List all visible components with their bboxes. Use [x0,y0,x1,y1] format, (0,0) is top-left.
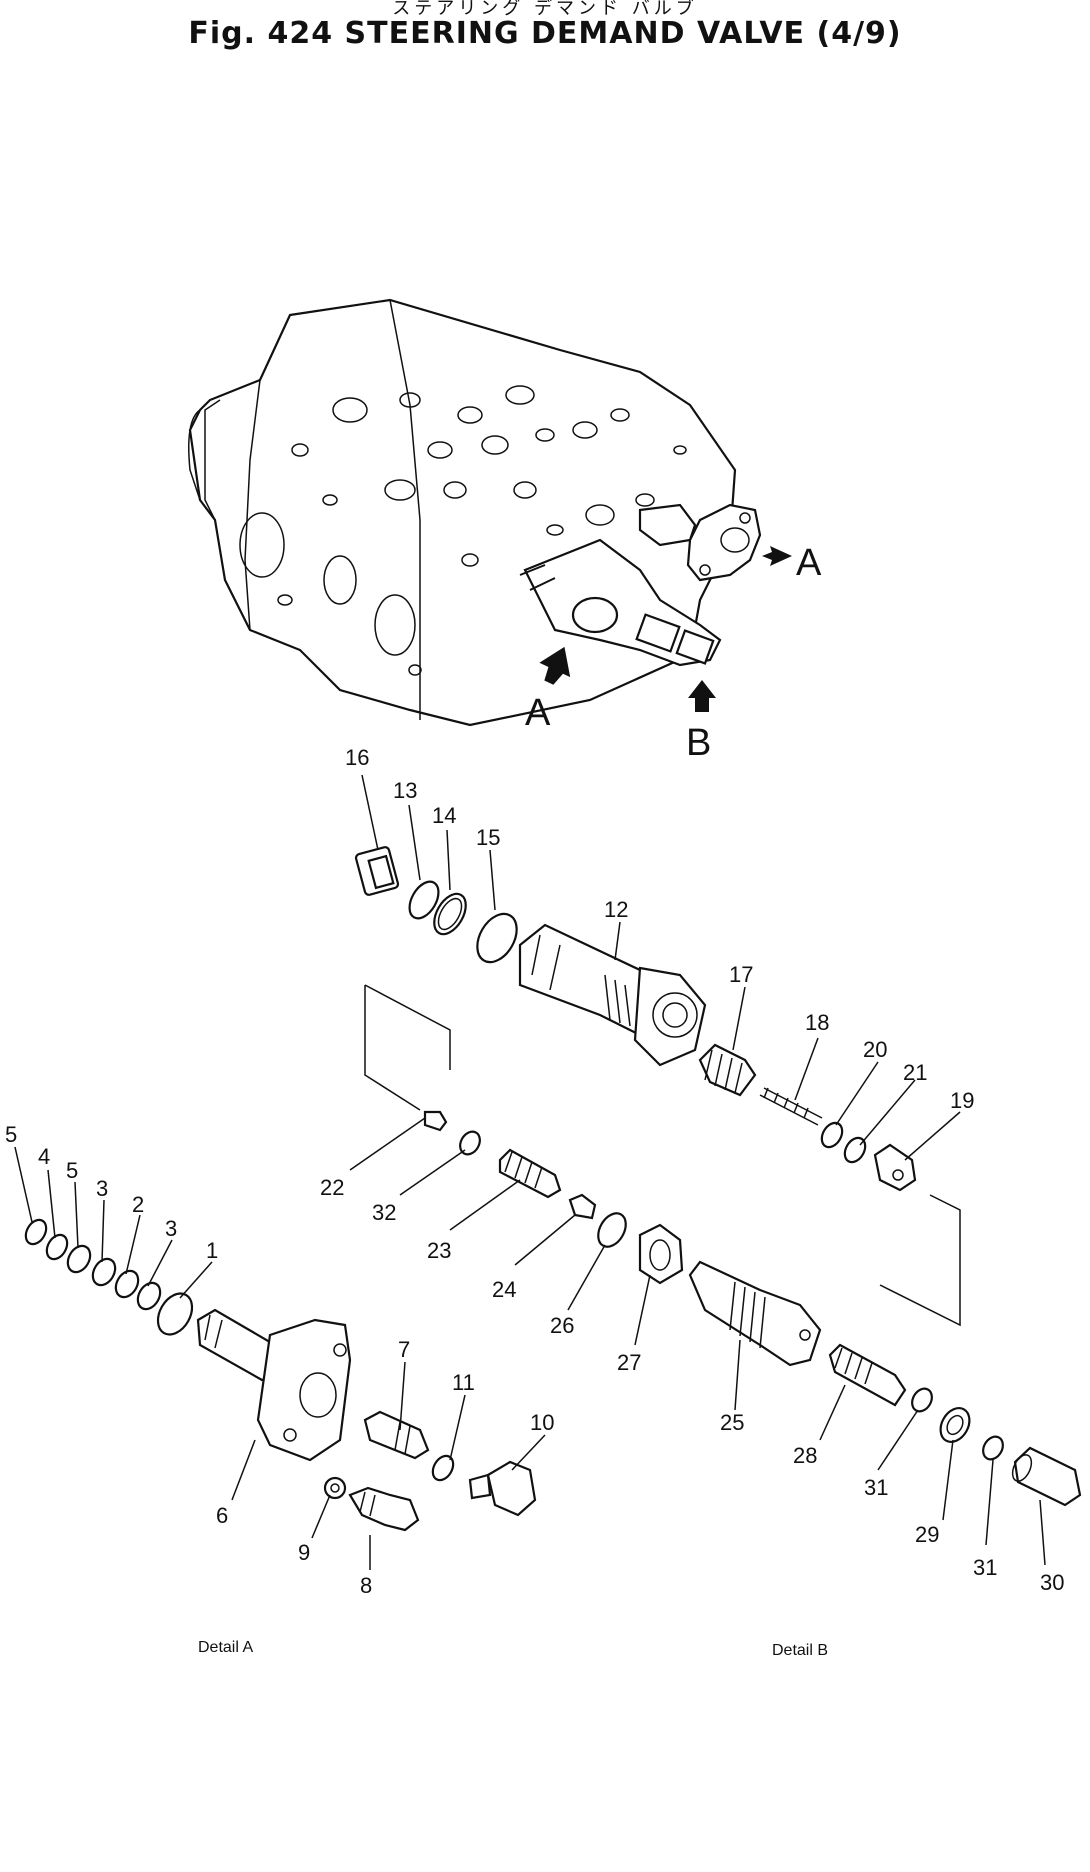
callout-5-left: 5 [5,1122,17,1147]
callout-31-lower: 31 [973,1555,997,1580]
callout-18: 18 [805,1010,829,1035]
detail-a-parts [24,1218,537,1532]
callout-26: 26 [550,1313,574,1338]
callout-8: 8 [360,1573,372,1598]
callout-19: 19 [950,1088,974,1113]
callout-6: 6 [216,1503,228,1528]
view-arrow-a-right: A [762,542,822,584]
callout-31-upper: 31 [864,1475,888,1500]
arrow-a-label-lower: A [525,692,551,734]
valve-body [188,298,762,727]
callout-3-right: 3 [165,1216,177,1241]
callout-13: 13 [393,778,417,803]
arrow-a-label-right: A [796,542,822,584]
view-arrow-b: B [686,680,716,764]
callout-28: 28 [793,1443,817,1468]
callout-29: 29 [915,1522,939,1547]
callout-24: 24 [492,1277,516,1302]
arrow-b-label: B [686,722,711,764]
callout-25: 25 [720,1410,744,1435]
callout-17: 17 [729,962,753,987]
callout-20: 20 [863,1037,887,1062]
callout-5-right: 5 [66,1158,78,1183]
callout-12: 12 [604,897,628,922]
callout-30: 30 [1040,1570,1064,1595]
callout-9: 9 [298,1540,310,1565]
figure-title: Fig. 424 STEERING DEMAND VALVE (4/9) [188,16,902,51]
callout-11: 11 [452,1370,475,1395]
callout-10: 10 [530,1410,554,1435]
caption-detail-a: Detail A [198,1639,253,1656]
callout-32: 32 [372,1200,396,1225]
callout-numbers: 16 13 14 15 12 17 18 20 21 19 22 32 23 2… [5,745,1064,1598]
callout-15: 15 [476,825,500,850]
view-arrow-a-lower: A [525,646,571,734]
callout-22: 22 [320,1175,344,1200]
callout-27: 27 [617,1350,641,1375]
caption-detail-b: Detail B [772,1642,828,1659]
figure-title-japanese: ステアリング デマンド バルブ [392,0,698,19]
callout-23: 23 [427,1238,451,1263]
callout-3-left: 3 [96,1176,108,1201]
callout-16: 16 [345,745,369,770]
callout-4: 4 [38,1144,50,1169]
callout-21: 21 [903,1060,927,1085]
detail-b-upper-parts [354,846,961,1327]
callout-2: 2 [132,1192,144,1217]
detail-b-lower-parts [423,1110,1082,1507]
leader-lines [14,774,1046,1570]
callout-1: 1 [206,1238,218,1263]
callout-14: 14 [432,803,456,828]
callout-7: 7 [398,1337,410,1362]
